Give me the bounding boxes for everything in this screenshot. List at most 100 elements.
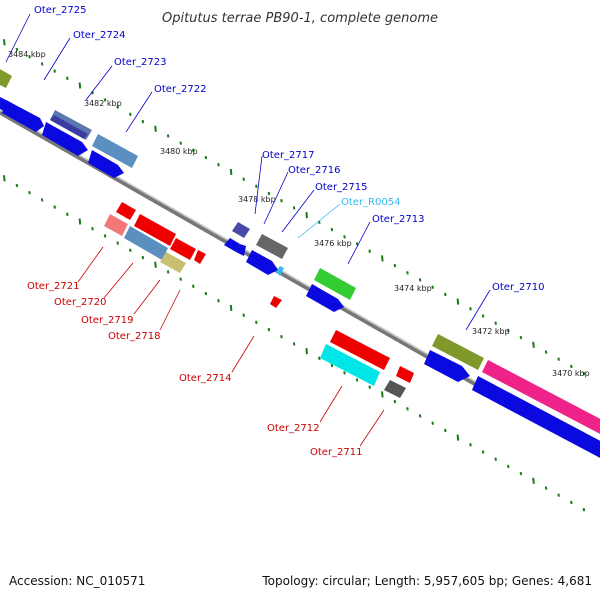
tick-mark — [393, 399, 397, 404]
scale-label: 3480 kbp — [160, 147, 198, 156]
tick-mark — [532, 477, 535, 484]
tick-mark — [330, 227, 334, 232]
gene-feature[interactable] — [116, 202, 136, 220]
tick-mark — [40, 62, 44, 66]
leader-line — [297, 203, 341, 239]
gene-feature[interactable] — [306, 284, 344, 312]
gene-label-oter-2715[interactable]: Oter_2715 — [315, 182, 368, 193]
gene-label-oter-2713[interactable]: Oter_2713 — [372, 214, 425, 225]
gene-feature[interactable] — [88, 150, 124, 178]
gene-label-oter-2724[interactable]: Oter_2724 — [73, 30, 126, 41]
gene-feature[interactable] — [424, 350, 470, 382]
tick-mark — [28, 54, 31, 59]
gene-feature[interactable] — [256, 234, 288, 259]
tick-mark — [292, 206, 296, 210]
leader-line — [85, 65, 113, 101]
gene-feature[interactable] — [236, 244, 246, 256]
tick-mark — [418, 278, 422, 282]
tick-mark — [154, 261, 157, 268]
tick-mark — [78, 82, 82, 89]
gene-feature[interactable] — [0, 68, 12, 88]
tick-mark — [179, 277, 182, 281]
gene-label-oter-2721[interactable]: Oter_2721 — [27, 281, 80, 292]
gene-label-oter-2723[interactable]: Oter_2723 — [114, 57, 167, 68]
tick-mark — [570, 500, 573, 505]
gene-label-oter-2725[interactable]: Oter_2725 — [34, 5, 87, 16]
tick-mark — [15, 47, 19, 52]
tick-mark — [494, 457, 497, 461]
leader-line — [347, 221, 371, 265]
tick-mark — [141, 255, 145, 260]
tick-mark — [166, 134, 170, 138]
gene-feature[interactable] — [246, 250, 278, 275]
leader-line — [254, 155, 263, 215]
tick-mark — [355, 378, 359, 382]
gene-feature[interactable] — [50, 115, 88, 139]
gene-feature[interactable] — [320, 344, 380, 386]
leader-line — [231, 335, 255, 373]
gene-feature[interactable] — [2, 100, 44, 132]
gene-feature[interactable] — [432, 334, 484, 370]
tick-mark — [116, 241, 119, 245]
tick-mark — [103, 234, 107, 238]
gene-label-oter-2710[interactable]: Oter_2710 — [492, 282, 545, 293]
gene-feature[interactable] — [224, 238, 240, 252]
tick-mark — [179, 141, 182, 145]
scale-label: 3484 kbp — [8, 50, 46, 59]
gene-feature[interactable] — [194, 250, 206, 264]
tick-mark — [519, 471, 523, 476]
gene-label-oter-2719[interactable]: Oter_2719 — [81, 315, 134, 326]
gene-feature[interactable] — [270, 296, 282, 308]
gene-feature[interactable] — [396, 366, 414, 383]
gene-label-oter-2714[interactable]: Oter_2714 — [179, 373, 232, 384]
tick-mark — [129, 248, 132, 253]
gene-label-oter-2718[interactable]: Oter_2718 — [108, 331, 161, 342]
tick-mark — [406, 271, 409, 275]
gene-feature[interactable] — [104, 214, 128, 236]
scale-label: 3482 kbp — [84, 99, 122, 108]
leader-line — [43, 37, 71, 81]
gene-label-oter-2712[interactable]: Oter_2712 — [267, 423, 320, 434]
gene-label-oter-2722[interactable]: Oter_2722 — [154, 84, 207, 95]
gene-feature[interactable] — [330, 330, 390, 370]
gene-feature[interactable] — [472, 376, 600, 460]
tick-mark — [305, 348, 308, 355]
gene-feature[interactable] — [232, 222, 250, 238]
gene-feature[interactable] — [42, 122, 88, 156]
tick-mark — [582, 371, 586, 376]
tick-mark — [66, 212, 69, 216]
gene-feature[interactable] — [314, 268, 356, 300]
gene-label-oter-2711[interactable]: Oter_2711 — [310, 447, 363, 458]
gene-feature[interactable] — [160, 252, 186, 273]
tick-mark — [192, 284, 195, 289]
leader-line — [281, 189, 315, 233]
tick-mark — [418, 414, 422, 418]
tick-mark — [217, 163, 220, 167]
tick-mark — [204, 291, 208, 296]
tick-mark — [557, 357, 560, 361]
tick-mark — [544, 350, 548, 354]
tick-mark — [229, 304, 233, 312]
gene-features — [0, 68, 600, 460]
gene-label-oter-r0054[interactable]: Oter_R0054 — [341, 197, 400, 208]
gene-feature[interactable] — [92, 134, 138, 168]
tick-mark — [66, 76, 69, 80]
tick-mark — [318, 356, 321, 361]
tick-mark — [519, 335, 523, 340]
tick-mark — [355, 242, 359, 246]
scale-label: 3476 kbp — [314, 239, 352, 248]
gene-feature[interactable] — [482, 360, 600, 436]
tick-mark — [444, 428, 447, 433]
tick-mark — [343, 371, 346, 375]
gene-feature[interactable] — [170, 238, 196, 260]
gene-feature[interactable] — [134, 214, 176, 246]
gene-feature[interactable] — [124, 226, 168, 260]
gene-label-oter-2716[interactable]: Oter_2716 — [288, 165, 341, 176]
gene-label-oter-2720[interactable]: Oter_2720 — [54, 297, 107, 308]
gene-label-oter-2717[interactable]: Oter_2717 — [262, 150, 315, 161]
gene-feature[interactable] — [384, 380, 406, 398]
gene-feature[interactable] — [276, 266, 284, 276]
tick-mark — [103, 98, 107, 102]
tick-mark — [129, 112, 132, 117]
